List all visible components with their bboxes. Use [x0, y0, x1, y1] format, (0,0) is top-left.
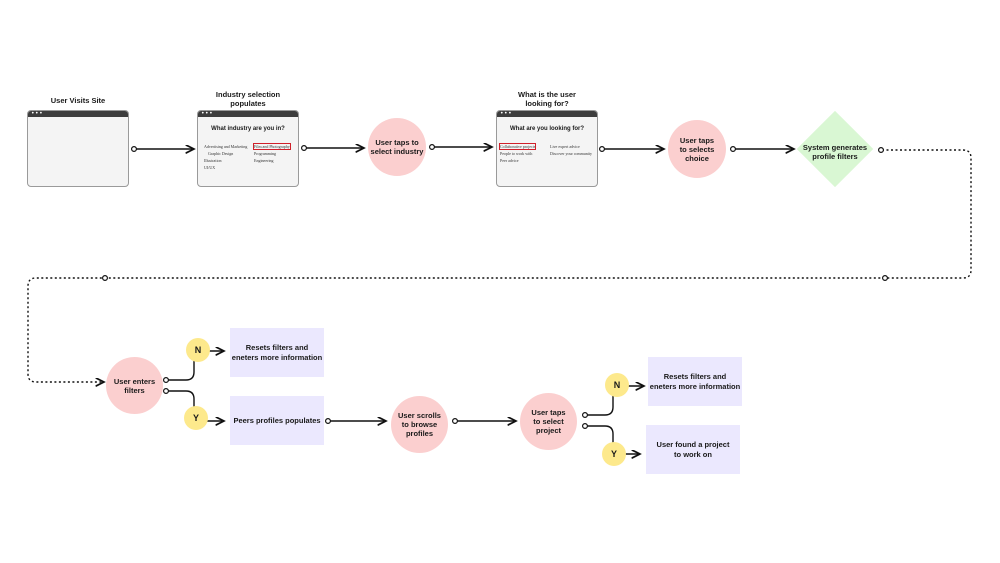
decision-y: Y	[184, 406, 208, 430]
node-user-enters-filters: User enters filters	[106, 357, 163, 414]
box-label: Resets filters and eneters more informat…	[231, 343, 323, 362]
industry-option[interactable]: Programming	[254, 151, 276, 156]
connector-dot	[881, 275, 888, 282]
connector-dot	[325, 418, 332, 425]
looking-question: What are you looking for?	[509, 126, 584, 132]
window-title-bar: •••	[497, 111, 597, 117]
outcome-found-project: User found a project to work on	[646, 425, 740, 474]
industry-option[interactable]: Engineering	[254, 158, 274, 163]
connector-dot	[301, 145, 308, 152]
node-label: User taps to select project	[531, 408, 566, 435]
connector-dot	[163, 377, 170, 384]
connector-dot	[598, 146, 605, 153]
label-industry-selection: Industry selection populates	[215, 90, 281, 109]
decision-y: Y	[602, 442, 626, 466]
looking-option[interactable]: Peer advice	[500, 158, 519, 163]
connector-dot	[581, 412, 588, 419]
node-taps-select-industry: User taps to select industry	[368, 118, 426, 176]
label-user-visits-site: User Visits Site	[50, 96, 106, 105]
outcome-resets-filters: Resets filters and eneters more informat…	[648, 357, 742, 406]
connector-dot	[163, 388, 170, 395]
window-title-bar: •••	[198, 111, 298, 117]
node-label: User taps to select industry	[370, 138, 424, 156]
decision-n: N	[186, 338, 210, 362]
connector-dot	[131, 146, 138, 153]
node-label: System generates profile filters	[802, 143, 868, 161]
connector-dot	[429, 144, 436, 151]
industry-option-selected[interactable]: Film and Photography	[252, 142, 292, 151]
window-title-bar: •••	[28, 111, 128, 117]
decision-n: N	[605, 373, 629, 397]
connector-dot	[581, 423, 588, 430]
box-label: Peers profiles populates	[233, 415, 321, 425]
connector-dot	[729, 146, 736, 153]
looking-window: ••• What are you looking for? Collaborat…	[496, 110, 598, 187]
node-label: User taps to selects choice	[679, 135, 715, 163]
node-user-taps-project: User taps to select project	[520, 393, 577, 450]
connector-dot	[452, 418, 459, 425]
node-label: User scrolls to browse profiles	[398, 411, 441, 438]
industry-option[interactable]: Illustration	[204, 158, 222, 163]
industry-option[interactable]: Graphic Design	[208, 151, 234, 156]
industry-option[interactable]: UI/UX	[204, 165, 216, 170]
looking-option[interactable]: Discover your community	[550, 151, 592, 156]
looking-option[interactable]: Live expert advice	[550, 144, 580, 149]
node-user-scrolls-profiles: User scrolls to browse profiles	[391, 396, 448, 453]
node-label: User enters filters	[113, 376, 156, 395]
industry-question: What industry are you in?	[211, 126, 285, 132]
site-window: •••	[27, 110, 129, 187]
looking-option-selected[interactable]: Collaborative projects	[498, 142, 537, 151]
box-label: User found a project to work on	[656, 440, 730, 459]
node-taps-selects-choice: User taps to selects choice	[668, 120, 726, 178]
outcome-peers-profiles: Peers profiles populates	[230, 396, 324, 445]
industry-window: ••• What industry are you in? Advertisin…	[197, 110, 299, 187]
looking-option[interactable]: People to work with	[500, 151, 533, 156]
industry-option[interactable]: Advertising and Marketing	[204, 144, 248, 149]
connector-dot	[101, 275, 108, 282]
label-what-user-looking: What is the user looking for?	[518, 90, 576, 109]
box-label: Resets filters and eneters more informat…	[649, 372, 741, 391]
connector-dot	[877, 147, 884, 154]
outcome-resets-filters: Resets filters and eneters more informat…	[230, 328, 324, 377]
